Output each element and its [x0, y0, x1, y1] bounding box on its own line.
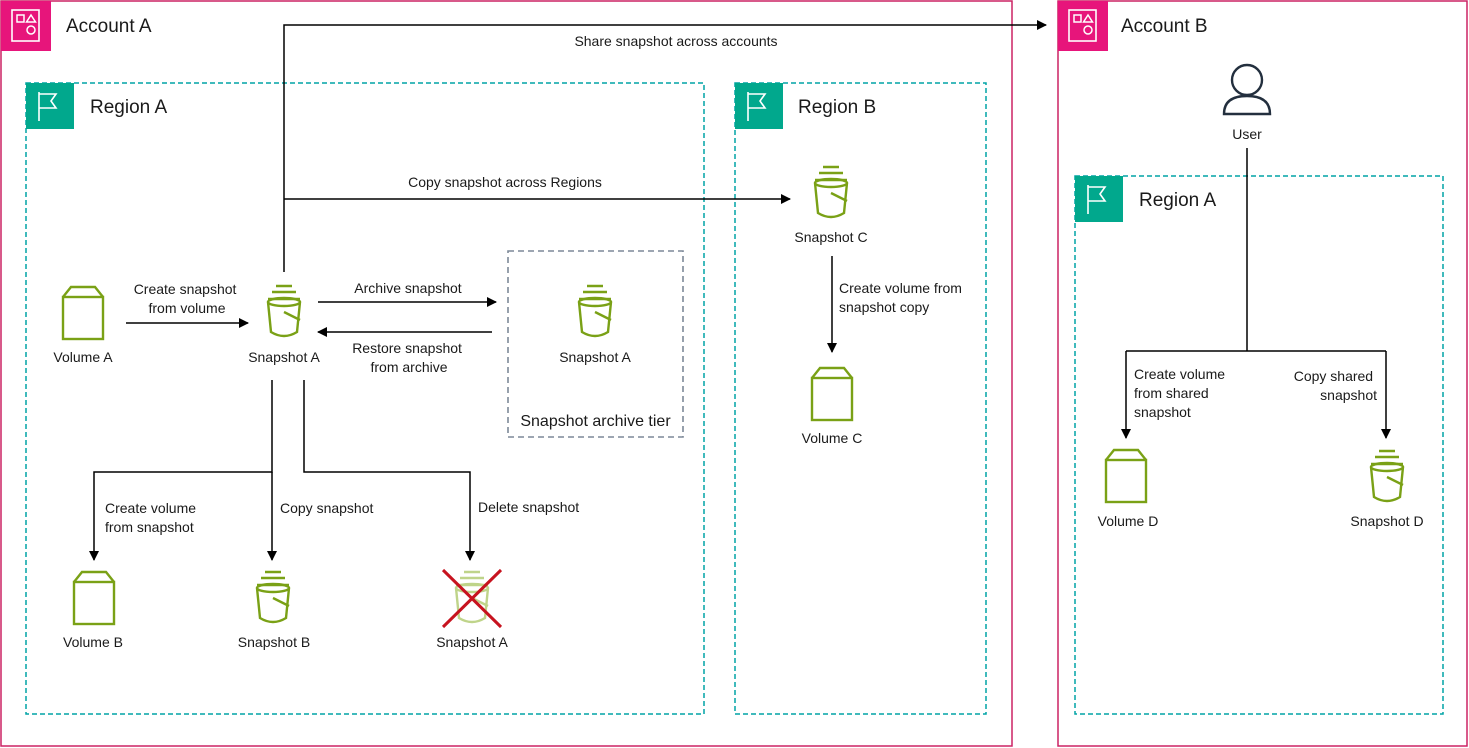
- account-group-icon: [1, 1, 51, 51]
- volume-c-label: Volume C: [802, 430, 863, 446]
- volume-b-node: Volume B: [63, 570, 123, 650]
- region-flag-icon: [735, 83, 783, 129]
- restore-snapshot-label: Restore snapshot from archive: [352, 340, 466, 375]
- account-group-icon: [1058, 1, 1108, 51]
- ebs-snapshot-icon: [454, 570, 490, 624]
- nodes: Volume A Snapshot A Snapshot A: [53, 63, 1424, 650]
- account-a-group: Account A: [0, 0, 1013, 747]
- region-flag-icon: [1075, 176, 1123, 222]
- ebs-snapshot-icon: [1369, 449, 1405, 503]
- copy-across-regions-label: Copy snapshot across Regions: [408, 174, 602, 190]
- copy-snapshot-label: Copy snapshot: [280, 500, 374, 516]
- user-node: User: [1222, 63, 1272, 142]
- create-volume-from-shared-line3: snapshot: [1134, 404, 1191, 420]
- account-a-title: Account A: [66, 16, 152, 37]
- create-volume-from-shared-label: Create volume from shared snapshot: [1134, 366, 1229, 420]
- volume-c-node: Volume C: [802, 366, 863, 446]
- connectors: [89, 20, 1391, 561]
- archived-snapshot-a-node: Snapshot A: [559, 284, 631, 365]
- create-snapshot-label: Create snapshot from volume: [134, 281, 241, 316]
- copy-shared-snapshot-label: Copy shared snapshot: [1294, 368, 1377, 403]
- archive-tier-title: Snapshot archive tier: [520, 413, 671, 430]
- ebs-volume-icon: [61, 285, 105, 341]
- create-snapshot-label-line1: Create snapshot: [134, 281, 237, 297]
- user-label: User: [1232, 126, 1262, 142]
- create-volume-from-shared-line2: from shared: [1134, 385, 1209, 401]
- copy-shared-snapshot-line1: Copy shared: [1294, 368, 1373, 384]
- delete-snapshot-label: Delete snapshot: [478, 499, 579, 515]
- region-b-group: Region B: [734, 82, 987, 715]
- archived-snapshot-a-label: Snapshot A: [559, 349, 631, 365]
- account-b-title: Account B: [1121, 16, 1208, 37]
- user-branch: [1126, 148, 1386, 352]
- create-volume-branch: [89, 380, 273, 561]
- region-b-title: Region B: [798, 97, 876, 118]
- create-volume-from-snapshot-line2: from snapshot: [105, 519, 194, 535]
- region-a-group: Region A: [25, 82, 705, 715]
- ebs-volume-icon: [1104, 448, 1148, 504]
- create-volume-from-snapshot-label: Create volume from snapshot: [105, 500, 200, 535]
- snapshot-a-node: Snapshot A: [248, 284, 320, 365]
- deleted-snapshot-a-label: Snapshot A: [436, 634, 508, 650]
- snapshot-c-node: Snapshot C: [794, 165, 868, 245]
- snapshot-b-node: Snapshot B: [238, 570, 310, 650]
- user-icon: [1222, 63, 1272, 116]
- volume-b-label: Volume B: [63, 634, 123, 650]
- account-b-region-a-group: Region A: [1074, 175, 1444, 715]
- snapshot-archive-tier-group: Snapshot archive tier: [507, 250, 684, 438]
- archive-snapshot-label: Archive snapshot: [354, 280, 462, 296]
- volume-d-node: Volume D: [1098, 448, 1159, 529]
- copy-shared-snapshot-line2: snapshot: [1320, 387, 1377, 403]
- ebs-snapshot-icon: [266, 284, 302, 338]
- snapshot-d-label: Snapshot D: [1350, 513, 1423, 529]
- ebs-snapshot-icon: [813, 165, 849, 219]
- restore-snapshot-label-line2: from archive: [370, 359, 447, 375]
- ebs-volume-icon: [72, 570, 116, 626]
- create-volume-from-copy-line1: Create volume from: [839, 280, 962, 296]
- restore-snapshot-label-line1: Restore snapshot: [352, 340, 462, 356]
- delete-snapshot-branch: [303, 380, 475, 561]
- snapshot-d-node: Snapshot D: [1350, 449, 1424, 529]
- create-volume-from-shared-line1: Create volume: [1134, 366, 1225, 382]
- create-volume-from-copy-label: Create volume from snapshot copy: [839, 280, 966, 315]
- volume-a-label: Volume A: [53, 349, 113, 365]
- delete-x-icon: [441, 568, 503, 629]
- edge-labels: Share snapshot across accounts Copy snap…: [105, 33, 1377, 535]
- snapshot-b-label: Snapshot B: [238, 634, 310, 650]
- snapshot-a-label: Snapshot A: [248, 349, 320, 365]
- share-across-accounts-label: Share snapshot across accounts: [574, 33, 777, 49]
- create-volume-from-copy-line2: snapshot copy: [839, 299, 929, 315]
- deleted-snapshot-a-node: Snapshot A: [436, 568, 508, 650]
- snapshot-c-label: Snapshot C: [794, 229, 867, 245]
- create-volume-from-snapshot-line1: Create volume: [105, 500, 196, 516]
- account-b-group: Account B: [1057, 0, 1468, 747]
- account-b-region-a-title: Region A: [1139, 190, 1216, 211]
- region-a-title: Region A: [90, 97, 167, 118]
- share-across-accounts-arrow: [283, 20, 1047, 272]
- ebs-volume-icon: [810, 366, 854, 422]
- create-snapshot-label-line2: from volume: [148, 300, 225, 316]
- ebs-snapshot-icon: [255, 570, 291, 624]
- ebs-snapshot-icon: [577, 284, 613, 338]
- volume-d-label: Volume D: [1098, 513, 1159, 529]
- volume-a-node: Volume A: [53, 285, 113, 365]
- region-flag-icon: [26, 83, 74, 129]
